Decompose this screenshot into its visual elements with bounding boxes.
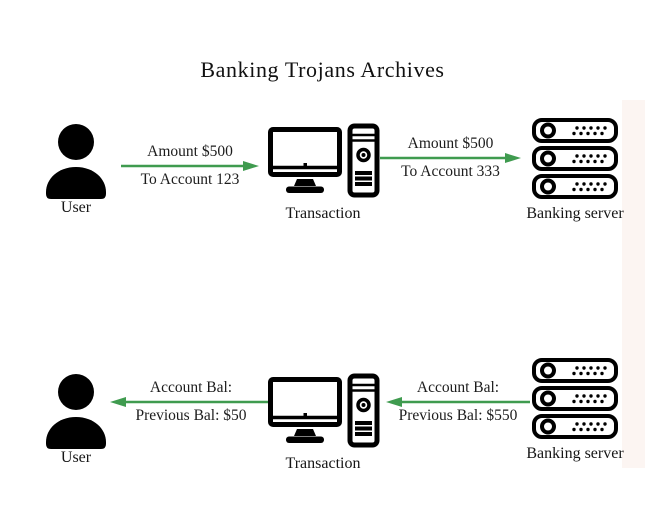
arrow-right-icon bbox=[121, 161, 259, 171]
server-rack-icon bbox=[530, 116, 620, 201]
desktop-computer-icon bbox=[266, 122, 380, 198]
user-node: User bbox=[42, 123, 110, 216]
transaction-node: Transaction bbox=[266, 122, 380, 222]
banking-server-node: Banking server bbox=[526, 116, 624, 222]
transaction-node: Transaction bbox=[266, 372, 380, 472]
arrow-right-icon bbox=[380, 153, 521, 163]
arrow-transaction-to-user: Account Bal: Previous Bal: $50 bbox=[110, 379, 272, 425]
arrow-text-top: Account Bal: bbox=[416, 379, 500, 396]
banking-server-node: Banking server bbox=[526, 356, 624, 462]
person-icon bbox=[42, 373, 110, 449]
arrow-server-to-transaction: Account Bal: Previous Bal: $550 bbox=[386, 379, 530, 425]
server-label: Banking server bbox=[526, 445, 624, 462]
desktop-computer-icon bbox=[266, 372, 380, 448]
arrow-text-bottom: Previous Bal: $550 bbox=[398, 407, 518, 424]
server-label: Banking server bbox=[526, 205, 624, 222]
arrow-text-bottom: To Account 333 bbox=[401, 163, 500, 180]
arrow-transaction-to-server: Amount $500 To Account 333 bbox=[380, 135, 521, 181]
user-label: User bbox=[60, 199, 92, 216]
arrow-text-bottom: Previous Bal: $50 bbox=[135, 407, 247, 424]
arrow-text-top: Amount $500 bbox=[407, 135, 494, 152]
person-icon bbox=[42, 123, 110, 199]
arrow-text-top: Account Bal: bbox=[149, 379, 233, 396]
arrow-left-icon bbox=[110, 397, 272, 407]
transaction-label: Transaction bbox=[285, 205, 361, 222]
user-label: User bbox=[60, 449, 92, 466]
arrow-text-top: Amount $500 bbox=[147, 143, 233, 160]
arrow-left-icon bbox=[386, 397, 530, 407]
server-rack-icon bbox=[530, 356, 620, 441]
transaction-label: Transaction bbox=[285, 455, 361, 472]
user-node: User bbox=[42, 373, 110, 466]
arrow-text-bottom: To Account 123 bbox=[140, 171, 240, 188]
arrow-user-to-transaction: Amount $500 To Account 123 bbox=[121, 143, 259, 189]
background-accent-strip bbox=[622, 100, 645, 468]
page-title: Banking Trojans Archives bbox=[200, 57, 445, 82]
